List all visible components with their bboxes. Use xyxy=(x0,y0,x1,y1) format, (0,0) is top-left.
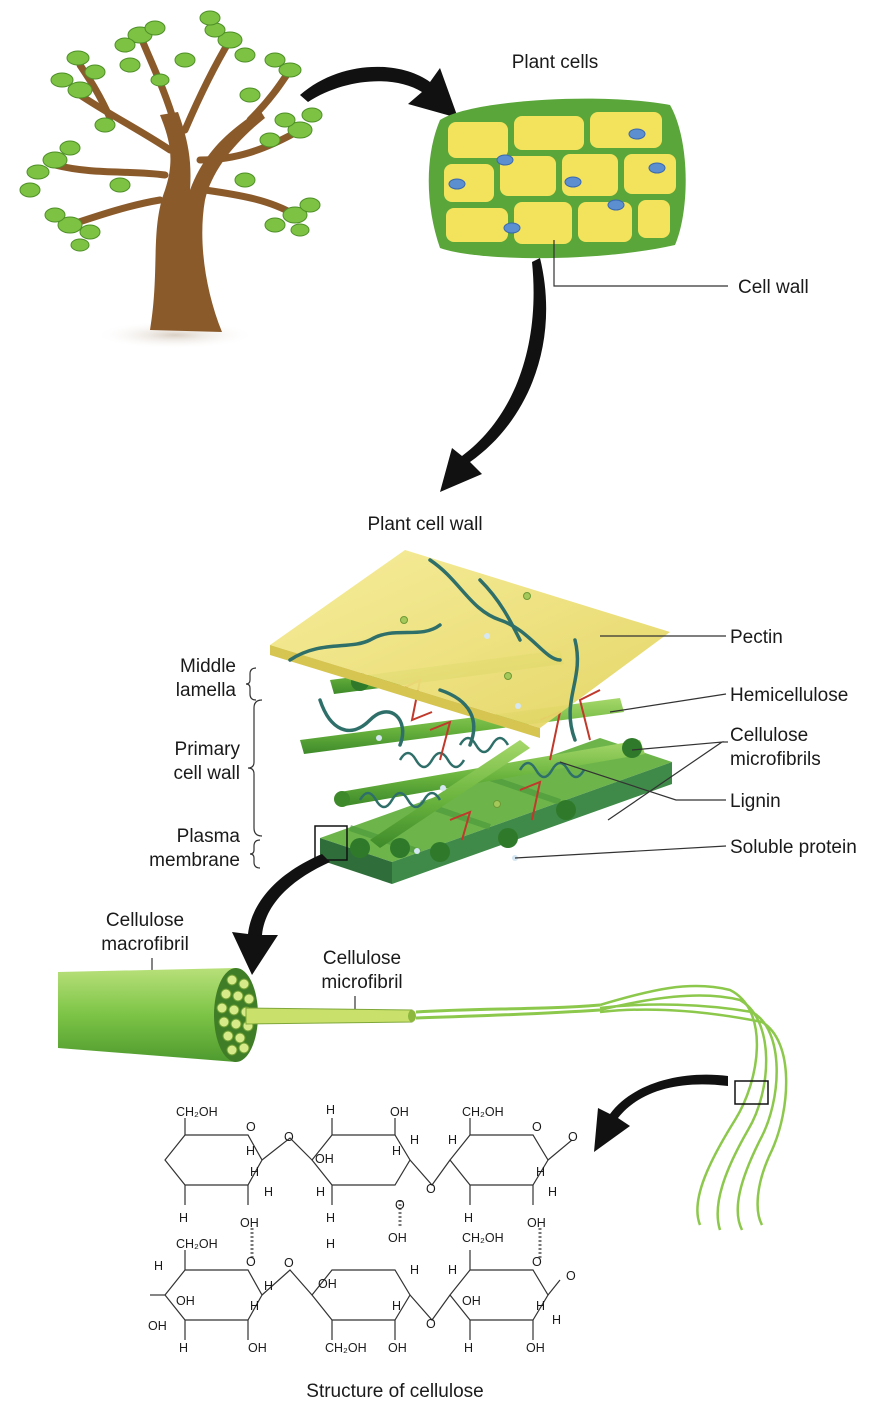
chem-h: H xyxy=(464,1211,473,1225)
chem-h: H xyxy=(326,1237,335,1251)
soluble-protein-leader xyxy=(515,846,726,858)
chem-oh: OH xyxy=(318,1277,337,1291)
middle-lamella-brace xyxy=(246,668,256,700)
chem-h: H xyxy=(410,1263,419,1277)
hemicellulose-leader xyxy=(610,694,726,712)
chem-oh: OH xyxy=(148,1319,167,1333)
chem-h: H xyxy=(392,1299,401,1313)
fibril-end xyxy=(430,842,450,862)
chem-o: O xyxy=(532,1255,542,1269)
chem-h: H xyxy=(264,1279,273,1293)
plasma-membrane-brace xyxy=(250,840,260,868)
chem-oh: OH xyxy=(388,1231,407,1245)
cell-wall-structure xyxy=(270,550,672,884)
arrow-cells-to-wall xyxy=(440,258,546,492)
chem-h: H xyxy=(326,1103,335,1117)
chem-ch2oh: CH₂OH xyxy=(462,1231,504,1245)
chem-oh: OH xyxy=(527,1216,546,1230)
chem-h: H xyxy=(448,1263,457,1277)
cellulose-microfibril xyxy=(246,1005,600,1024)
chem-o: O xyxy=(426,1182,436,1196)
chem-o: O xyxy=(395,1198,405,1212)
pectin-label: Pectin xyxy=(730,627,783,648)
chem-h: H xyxy=(250,1299,259,1313)
chem-oh: OH xyxy=(388,1341,407,1355)
hemicellulose-label: Hemicellulose xyxy=(730,685,848,706)
chem-oh: OH xyxy=(315,1152,334,1166)
cellulose-microfibrils-label-line1: Cellulose xyxy=(730,725,808,746)
fibril-end xyxy=(498,828,518,848)
chem-o: O xyxy=(566,1269,576,1283)
chem-h: H xyxy=(316,1185,325,1199)
middle-lamella-label-line1: Middle xyxy=(180,656,236,677)
fibril-end xyxy=(556,800,576,820)
arrow-wall-to-macrofibril xyxy=(232,854,330,975)
chem-ch2oh: CH₂OH xyxy=(462,1105,504,1119)
chem-h: H xyxy=(392,1144,401,1158)
chem-o: O xyxy=(532,1120,542,1134)
chem-h: H xyxy=(154,1259,163,1273)
cellulose-macrofibril-label-line1: Cellulose xyxy=(106,910,184,931)
chem-oh: OH xyxy=(248,1341,267,1355)
chem-oh: OH xyxy=(176,1294,195,1308)
chem-oh: OH xyxy=(390,1105,409,1119)
chem-h: H xyxy=(552,1313,561,1327)
arrow-strands-to-structure xyxy=(594,1075,728,1152)
chem-h: H xyxy=(410,1133,419,1147)
primary-cell-wall-brace xyxy=(248,700,262,836)
cellulose-microfibril-label-line2: microfibril xyxy=(321,972,402,993)
cellulose-macrofibril xyxy=(58,968,258,1062)
chem-h: H xyxy=(326,1211,335,1225)
chem-o: O xyxy=(246,1255,256,1269)
chem-h: H xyxy=(246,1144,255,1158)
chem-o: O xyxy=(284,1256,294,1270)
cellulose-structure-labels: CH₂OH CH₂OH CH₂OH CH₂OH CH₂OH O O O O O … xyxy=(148,1103,578,1355)
fibril-end xyxy=(622,738,642,758)
fibril-end xyxy=(350,838,370,858)
middle-lamella-label-line2: lamella xyxy=(176,680,237,701)
chem-h: H xyxy=(179,1211,188,1225)
chem-oh: OH xyxy=(240,1216,259,1230)
primary-cell-wall-label-line1: Primary xyxy=(175,739,241,760)
chem-o: O xyxy=(568,1130,578,1144)
glucose-ring-top-1 xyxy=(165,1135,262,1185)
cellulose-structure xyxy=(150,1118,572,1340)
plasma-membrane-label-line1: Plasma xyxy=(177,826,241,847)
chem-h: H xyxy=(448,1133,457,1147)
cellulose-chains-strands xyxy=(600,986,786,1230)
chem-o: O xyxy=(426,1317,436,1331)
chem-h: H xyxy=(264,1185,273,1199)
chem-oh: OH xyxy=(526,1341,545,1355)
primary-cell-wall-label-line2: cell wall xyxy=(173,763,240,784)
glucose-ring-top-3 xyxy=(450,1135,548,1185)
chem-h: H xyxy=(536,1165,545,1179)
tree-illustration xyxy=(20,11,322,349)
cellulose-microfibrils-label-line2: microfibrils xyxy=(730,749,821,770)
plant-cells-label: Plant cells xyxy=(512,52,599,73)
chem-o: O xyxy=(246,1120,256,1134)
plant-cell-wall-label: Plant cell wall xyxy=(367,514,482,535)
cell-wall-label: Cell wall xyxy=(738,277,809,298)
chem-h: H xyxy=(464,1341,473,1355)
chem-h: H xyxy=(536,1299,545,1313)
chem-h: H xyxy=(179,1341,188,1355)
chem-ch2oh: CH₂OH xyxy=(176,1237,218,1251)
plant-cells-block xyxy=(429,99,686,258)
chem-ch2oh: CH₂OH xyxy=(325,1341,367,1355)
cellulose-macrofibril-label-line2: macrofibril xyxy=(101,934,189,955)
fibril-end xyxy=(390,838,410,858)
structure-of-cellulose-caption: Structure of cellulose xyxy=(306,1381,483,1402)
arrow-tree-to-cells xyxy=(300,67,458,118)
chem-oh: OH xyxy=(462,1294,481,1308)
soluble-protein-label: Soluble protein xyxy=(730,837,857,858)
tree-trunk xyxy=(150,110,265,332)
chem-h: H xyxy=(548,1185,557,1199)
cellulose-microfibril-label-line1: Cellulose xyxy=(323,948,401,969)
lignin-label: Lignin xyxy=(730,791,781,812)
plasma-membrane-label-line2: membrane xyxy=(149,850,240,871)
chem-h: H xyxy=(250,1165,259,1179)
chem-ch2oh: CH₂OH xyxy=(176,1105,218,1119)
chem-o: O xyxy=(284,1130,294,1144)
